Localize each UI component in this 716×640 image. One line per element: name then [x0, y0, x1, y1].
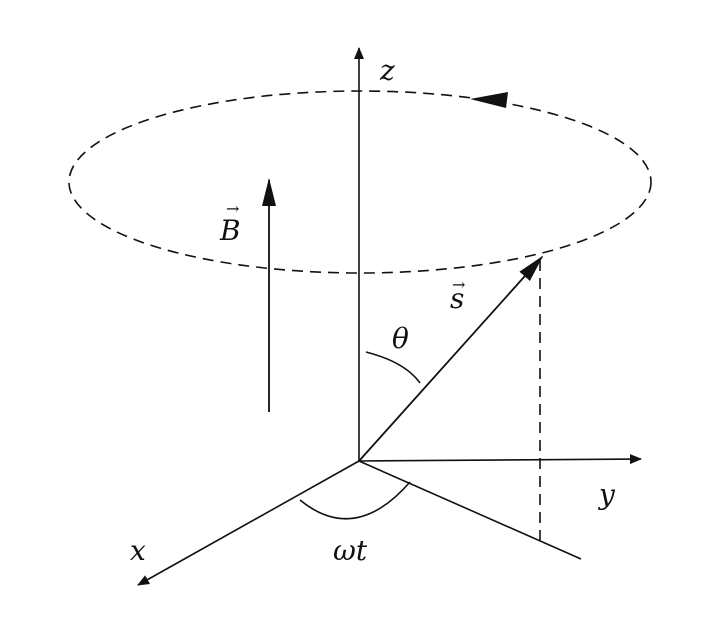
arrowhead-left-icon: [470, 92, 508, 108]
spin-vector: [358, 255, 544, 462]
y-axis-label: y: [597, 478, 616, 511]
omega-t-arc: [299, 481, 411, 520]
b-field-label: B: [219, 214, 241, 247]
z-axis-label: z: [379, 54, 395, 87]
x-axis-label: x: [130, 534, 146, 567]
theta-label: θ: [392, 322, 409, 355]
omega-t-label: ωt: [333, 534, 368, 567]
x-axis: [137, 460, 360, 586]
spin-label: s: [450, 282, 464, 315]
spin-projection-line: [358, 460, 582, 560]
b-field-arrow-accent: →: [226, 199, 239, 218]
spin-arrow-accent: →: [452, 275, 465, 294]
precession-orbit: [68, 90, 652, 274]
y-axis: [358, 454, 642, 465]
theta-arc: [365, 351, 421, 384]
